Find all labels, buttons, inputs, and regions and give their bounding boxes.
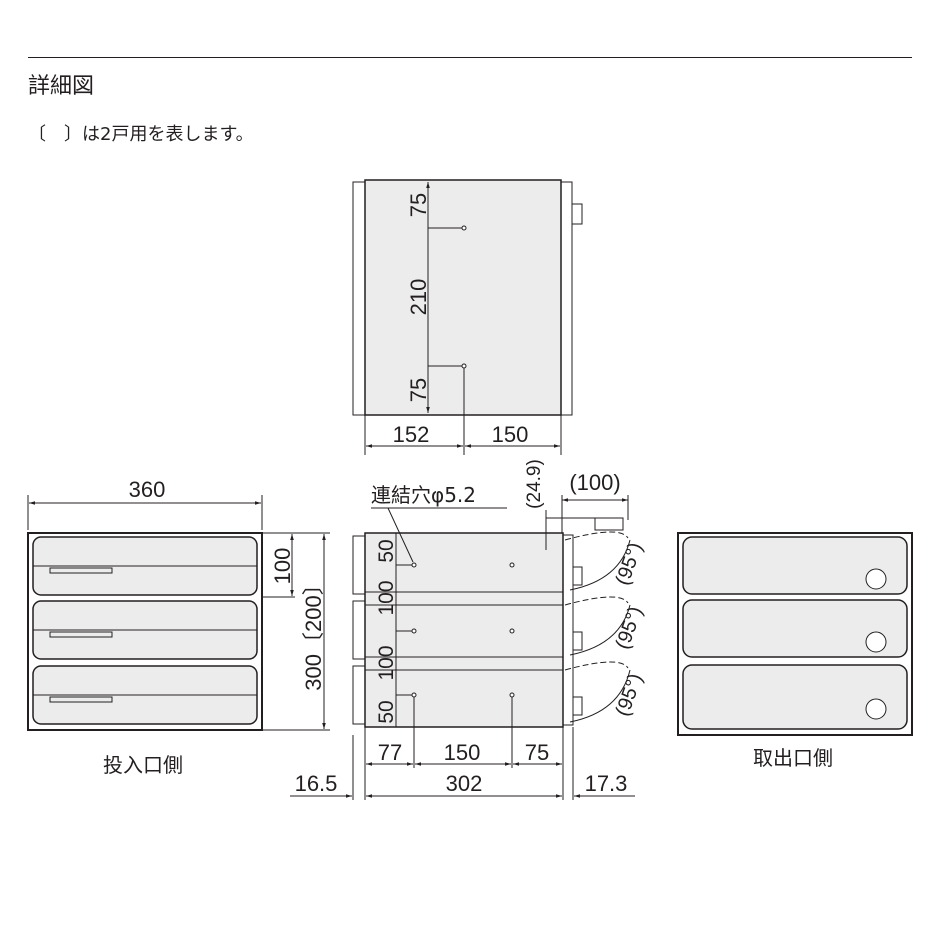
- side-view: (95°) (95°) (95°) 50 100 100 50 連結穴φ5.2 …: [290, 459, 647, 800]
- dim-152: 152: [393, 422, 430, 447]
- dim-300-200: 300〔200〕: [301, 573, 326, 690]
- dim-16-5: 16.5: [295, 771, 338, 796]
- angle-label-2: (95°): [612, 604, 648, 652]
- door-swing-arcs: [564, 517, 631, 723]
- lock-knob: [571, 203, 583, 225]
- header-rule: [28, 57, 912, 58]
- dim-77: 77: [378, 740, 402, 765]
- dim-24-9: (24.9): [524, 459, 545, 509]
- dim-17-3: 17.3: [585, 771, 628, 796]
- back-view-label: 取出口側: [753, 746, 833, 770]
- top-view: 75 210 75 152 150: [352, 179, 583, 455]
- dim-302: 302: [446, 771, 483, 796]
- dim-150: 150: [492, 422, 529, 447]
- dim-v-50-bottom: 50: [375, 700, 398, 723]
- front-view: 360 100 300〔200〕 投入口側: [27, 477, 330, 777]
- dim-v-100-a: 100: [375, 580, 398, 615]
- dim-210: 210: [406, 279, 431, 316]
- dim-360: 360: [129, 477, 166, 502]
- angle-label-3: (95°): [612, 671, 648, 719]
- page-title: 詳細図: [28, 74, 95, 99]
- connecting-hole-label: 連結穴φ5.2: [371, 483, 476, 507]
- dim-v-50-top: 50: [375, 539, 398, 562]
- dim-75-h: 75: [525, 740, 549, 765]
- note-text: 〔 〕は2戸用を表します。: [28, 124, 254, 145]
- dim-100-open: (100): [569, 470, 620, 495]
- dim-top-75: 75: [406, 193, 431, 217]
- dim-150-h: 150: [444, 740, 481, 765]
- angle-label-1: (95°): [612, 540, 648, 588]
- dim-bottom-75: 75: [406, 378, 431, 402]
- dim-100: 100: [270, 548, 295, 585]
- front-view-label: 投入口側: [103, 753, 183, 777]
- dim-v-100-b: 100: [375, 645, 398, 680]
- back-view: 取出口側: [677, 532, 913, 770]
